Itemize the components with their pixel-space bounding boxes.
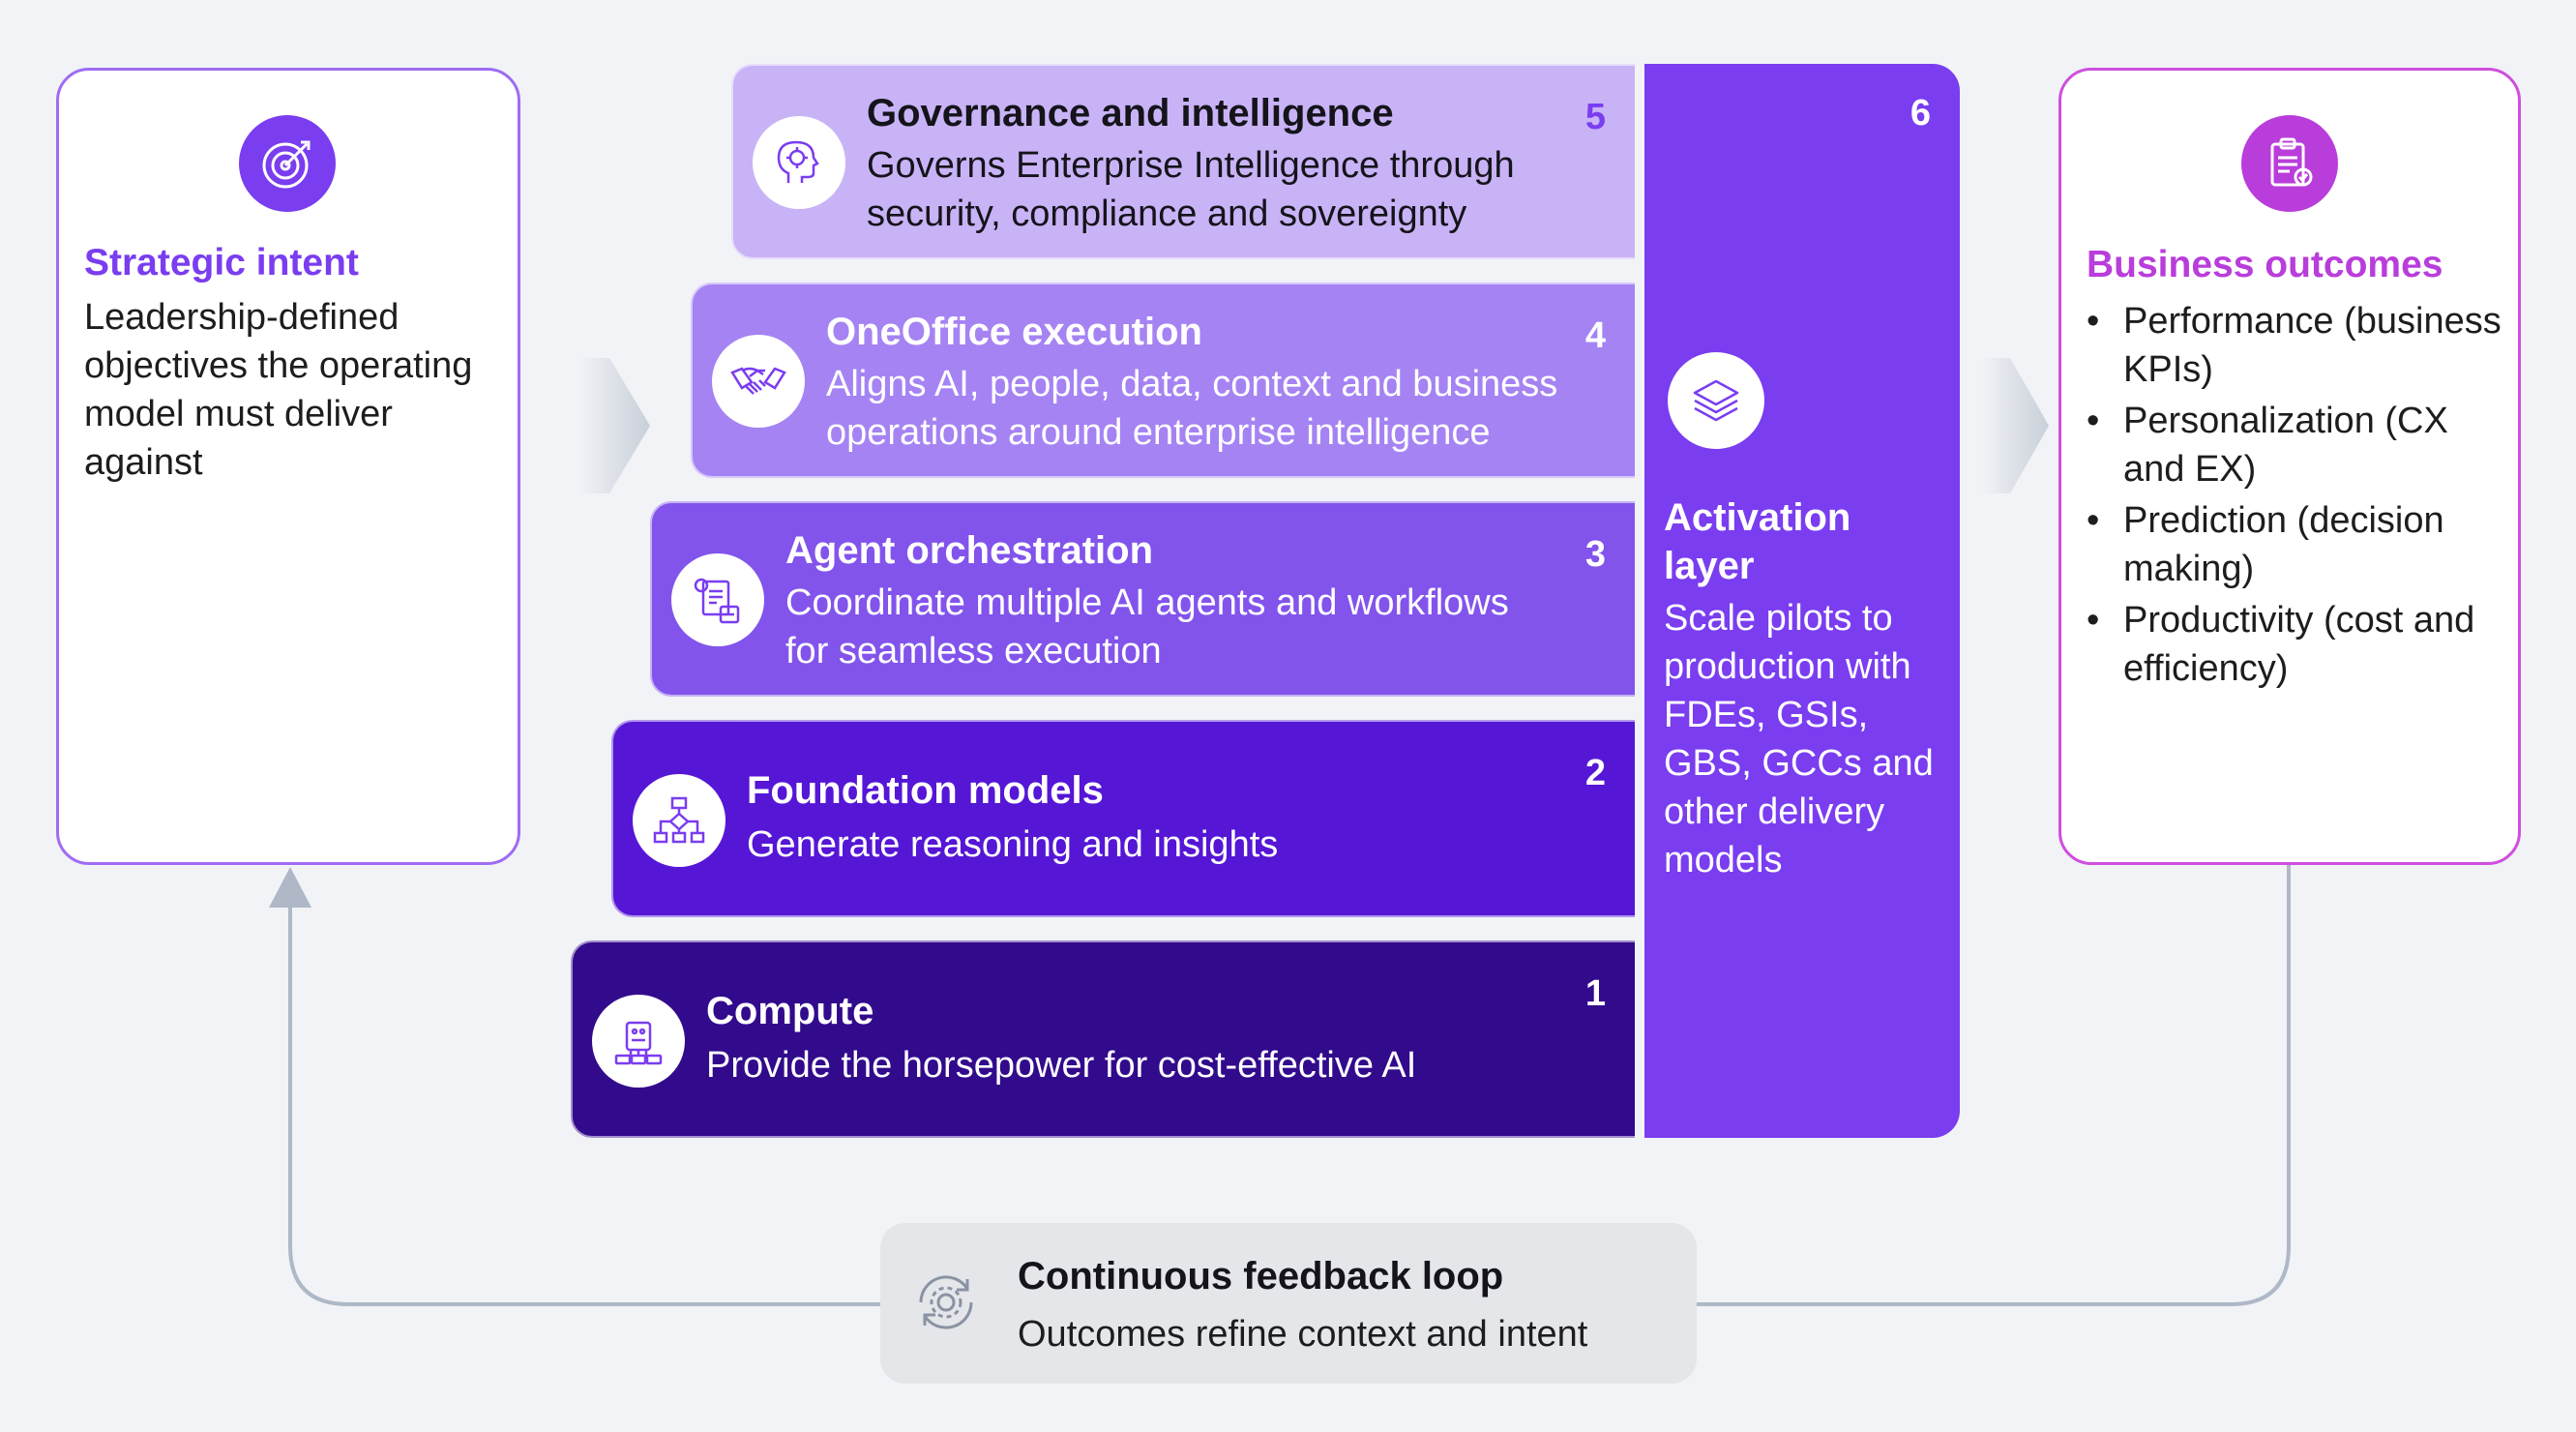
layer-number: 4 xyxy=(1584,315,1606,356)
activation-body: Scale pilots to production with FDEs, GS… xyxy=(1664,598,1934,880)
layer-number: 5 xyxy=(1584,97,1606,137)
activation-layer: 6 Activation layer Scale pilots to produ… xyxy=(1644,64,1960,1138)
feedback-loop-box: Continuous feedback loop Outcomes refine… xyxy=(880,1223,1697,1384)
feedback-body: Outcomes refine context and intent xyxy=(1018,1314,1588,1355)
ai-brain-icon xyxy=(753,116,845,209)
layer-number: 3 xyxy=(1584,534,1606,575)
layer-desc: Aligns AI, people, data, context and bus… xyxy=(826,364,1558,453)
strategic-intent-body: Leadership-defined objectives the operat… xyxy=(84,297,473,483)
outcome-item: Performance (business KPIs) xyxy=(2087,297,2512,394)
target-icon xyxy=(239,115,336,212)
layer-oneoffice: OneOffice execution Aligns AI, people, d… xyxy=(691,283,1635,478)
strategic-intent-card: Strategic intent Leadership-defined obje… xyxy=(56,68,520,865)
layer-number: 1 xyxy=(1584,973,1606,1014)
strategic-intent-title: Strategic intent xyxy=(84,242,359,283)
layer-agent-orchestration: Agent orchestration Coordinate multiple … xyxy=(650,501,1635,697)
cycle-gear-icon xyxy=(907,1264,985,1341)
chevron-right-arrow-left xyxy=(578,358,650,493)
workflow-documents-icon xyxy=(671,553,764,646)
chip-icon xyxy=(592,995,685,1088)
layer-governance: Governance and intelligence Governs Ente… xyxy=(731,64,1635,259)
outcome-item: Prediction (decision making) xyxy=(2087,496,2512,593)
chevron-right-arrow-right xyxy=(1981,358,2049,493)
layer-desc: Coordinate multiple AI agents and workfl… xyxy=(785,582,1509,671)
outcome-item: Personalization (CX and EX) xyxy=(2087,397,2512,493)
layer-desc: Generate reasoning and insights xyxy=(747,824,1279,865)
feedback-arrowhead-up xyxy=(269,867,311,908)
layer-number: 2 xyxy=(1584,753,1606,793)
clipboard-icon xyxy=(2241,115,2338,212)
layer-compute: Compute Provide the horsepower for cost-… xyxy=(571,940,1635,1138)
flowchart-icon xyxy=(633,774,725,867)
activation-title: Activation layer xyxy=(1664,496,1851,587)
layer-desc: Governs Enterprise Intelligence through … xyxy=(867,145,1515,234)
layer-foundation-models: Foundation models Generate reasoning and… xyxy=(611,720,1635,917)
layer-title: Foundation models xyxy=(747,769,1104,812)
feedback-line-left xyxy=(288,900,880,1306)
feedback-title: Continuous feedback loop xyxy=(1018,1255,1504,1298)
business-outcomes-card: Business outcomes Performance (business … xyxy=(2058,68,2521,865)
business-outcomes-list: Performance (business KPIs) Personalizat… xyxy=(2087,297,2512,696)
layer-desc: Provide the horsepower for cost-effectiv… xyxy=(706,1045,1417,1086)
feedback-line-right xyxy=(1697,865,2291,1306)
layer-title: OneOffice execution xyxy=(826,311,1202,353)
business-outcomes-title: Business outcomes xyxy=(2087,244,2443,285)
layers-icon xyxy=(1668,352,1764,449)
layer-title: Compute xyxy=(706,990,874,1032)
handshake-icon xyxy=(712,335,805,428)
outcome-item: Productivity (cost and efficiency) xyxy=(2087,596,2512,693)
layer-number: 6 xyxy=(1910,93,1931,134)
layer-title: Governance and intelligence xyxy=(867,92,1394,134)
layer-title: Agent orchestration xyxy=(785,529,1154,572)
